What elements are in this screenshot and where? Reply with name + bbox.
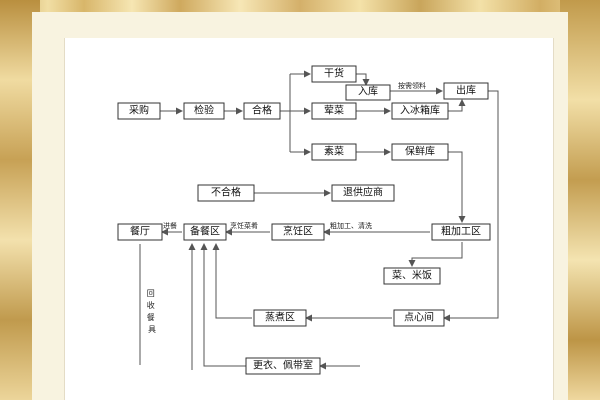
edge-freezer-out (448, 99, 466, 112)
label-rough-wash: 粗加工、清洗 (330, 221, 372, 230)
node-cooking-area: 烹饪区 (271, 223, 325, 241)
node-meat-dishes-label: 荤菜 (324, 105, 344, 117)
node-dry-goods-label: 干货 (324, 67, 344, 80)
node-dry-goods: 干货 (311, 65, 357, 83)
node-inspect-label: 检验 (194, 104, 214, 117)
node-dishes-rice: 菜、米饭 (383, 267, 441, 285)
node-pastry-room: 点心间 (393, 309, 445, 327)
node-prep-area-label: 备餐区 (190, 225, 220, 238)
node-unqualified: 不合格 (197, 184, 255, 202)
label-recycle-tableware: 回 收 餐 具 (147, 289, 158, 334)
node-storage-out-label: 出库 (456, 84, 476, 97)
node-return-supplier-label: 退供应商 (343, 186, 383, 199)
node-steaming-area-label: 蒸煮区 (265, 312, 295, 324)
node-storage-in-label: 入库 (358, 85, 378, 98)
node-restaurant: 餐厅 (117, 223, 163, 241)
node-changing-room-label: 更衣、佩带室 (253, 359, 313, 372)
node-freezer-in: 入冰箱库 (391, 102, 449, 120)
label-serve: 进餐 (163, 221, 177, 230)
node-qualified: 合格 (243, 102, 281, 120)
node-restaurant-label: 餐厅 (130, 225, 150, 238)
node-return-supplier: 退供应商 (331, 184, 395, 202)
node-fresh-storage-label: 保鲜库 (405, 145, 435, 158)
node-dishes-rice-label: 菜、米饭 (392, 269, 432, 282)
node-steaming-area: 蒸煮区 (253, 309, 307, 327)
edges (139, 70, 499, 370)
node-freezer-in-label: 入冰箱库 (400, 104, 440, 117)
node-meat-dishes: 荤菜 (311, 102, 357, 120)
edge-dry-storage (356, 73, 370, 86)
node-changing-room: 更衣、佩带室 (245, 357, 321, 375)
edge-rough-dishes (408, 242, 463, 267)
node-pastry-room-label: 点心间 (404, 311, 434, 324)
label-issue-by-request: 按需领料 (398, 81, 426, 90)
node-rough-processing-label: 粗加工区 (441, 226, 481, 238)
node-qualified-label: 合格 (252, 104, 272, 117)
edge-out-pastry (443, 90, 499, 322)
node-purchase: 采购 (117, 102, 161, 120)
node-unqualified-label: 不合格 (211, 186, 241, 199)
edge-fresh-out (448, 151, 466, 223)
node-vegetables: 素菜 (311, 143, 357, 161)
edge-steaming-prep (212, 243, 252, 319)
node-fresh-storage: 保鲜库 (391, 143, 449, 161)
node-rough-processing: 粗加工区 (431, 223, 491, 241)
label-recycle-char-2: 收 (147, 300, 155, 310)
node-storage-in: 入库 (345, 84, 391, 101)
edge-changing-prep-a (200, 243, 246, 367)
label-recycle-char-3: 餐 (147, 313, 155, 322)
node-storage-out: 出库 (443, 82, 489, 100)
node-vegetables-label: 素菜 (324, 145, 344, 158)
label-cooked-dishes: 烹饪菜肴 (230, 221, 258, 230)
node-inspect: 检验 (183, 102, 225, 120)
label-recycle-char-4: 具 (148, 325, 156, 334)
node-purchase-label: 采购 (129, 104, 149, 117)
node-cooking-area-label: 烹饪区 (283, 225, 313, 238)
node-prep-area: 备餐区 (183, 223, 227, 241)
label-recycle-char-1: 回 (147, 289, 155, 298)
